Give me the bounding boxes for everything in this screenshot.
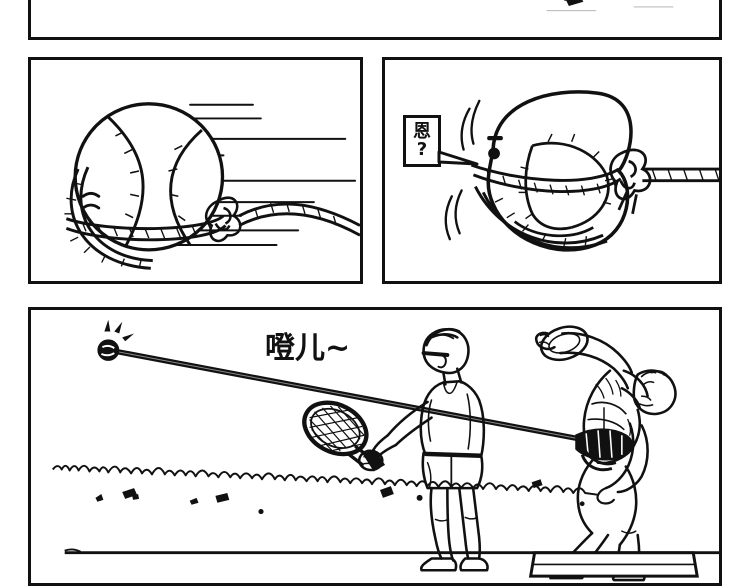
- rope-knot-bow: [609, 148, 652, 215]
- panel-middle-right: 恩 ?: [382, 57, 722, 284]
- impact-flecks: [104, 319, 135, 342]
- rope-twist-marks: [64, 182, 338, 269]
- tennis-player: [358, 327, 489, 572]
- panel-left-artwork: [64, 102, 360, 270]
- speech-box-ball: 恩 ?: [403, 115, 441, 167]
- ground-debris: [95, 479, 585, 515]
- rope-statue-waist: [575, 428, 634, 472]
- motion-wobble-lines: [444, 99, 481, 241]
- panel-middle-left: [28, 57, 363, 284]
- flying-tennis-ball: [97, 339, 120, 361]
- ball-eyes-closed: [81, 191, 101, 210]
- racket-handle: [362, 448, 386, 472]
- rope-knot: [204, 196, 242, 243]
- panel-bottom-wide: 噔儿~: [28, 307, 722, 586]
- panel-bottom-artwork: [52, 319, 719, 582]
- panel-top-artwork: [546, 0, 674, 12]
- ball-eye-open: [488, 147, 500, 160]
- speech-line-2: ?: [416, 139, 428, 160]
- rope: [470, 163, 719, 250]
- ball-eye-closed: [487, 135, 503, 141]
- ball-face: [487, 135, 503, 160]
- tennis-racket: [302, 400, 386, 472]
- rope: [65, 166, 360, 270]
- rope-twist-marks: [486, 168, 719, 248]
- statue-plinth: [528, 551, 699, 578]
- racket-strings: [309, 405, 365, 454]
- speech-box-tail: [437, 150, 479, 166]
- grass-line: [52, 464, 600, 496]
- sfx-text-label: 噔儿~: [265, 331, 351, 366]
- racket-grip-icon: [565, 0, 584, 6]
- panel-top-cropped: [28, 0, 722, 40]
- speech-line-1: 恩: [413, 121, 431, 142]
- sfx-deng-er: 噔儿~: [265, 334, 350, 364]
- rope-taut: [111, 348, 589, 443]
- panel-right-artwork: [444, 90, 719, 252]
